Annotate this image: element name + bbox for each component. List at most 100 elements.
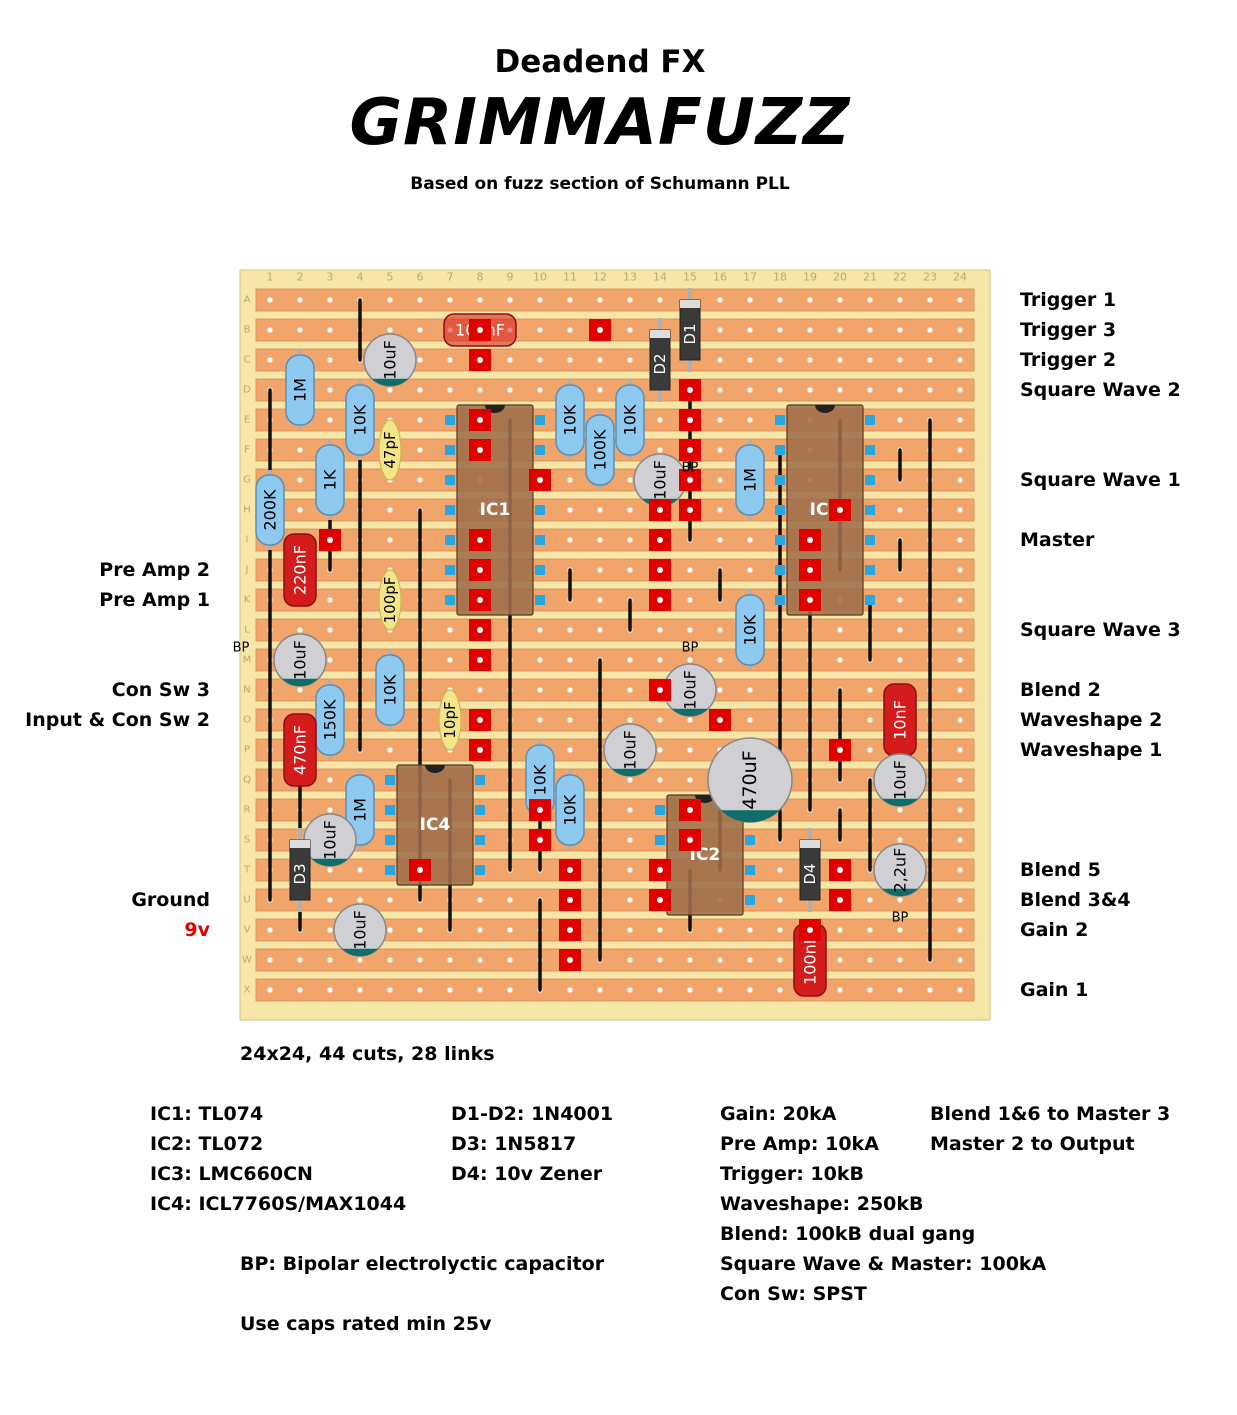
strip-hole [327,327,333,333]
track-cut-hole [657,567,663,573]
electrolytic-cap-stripe [671,708,709,717]
strip-hole [627,897,633,903]
row-letter: A [244,295,251,306]
strip-hole [957,447,963,453]
ceramic-component: 10pF [438,689,462,751]
film-cap-value: 470nF [291,725,310,775]
strip-hole [477,687,483,693]
strip-hole [657,627,663,633]
wiring-note-1: Blend 1&6 to Master 3 [930,1103,1171,1125]
diode-label: D1 [681,323,699,344]
electrolytic-cap-value: 10uF [381,340,400,380]
strip-hole [687,597,693,603]
strip-hole [567,687,573,693]
strip-hole [837,657,843,663]
ic-pin [535,535,545,545]
strip-hole [687,567,693,573]
diode-band [800,840,820,848]
strip-hole [957,957,963,963]
strip-hole [507,927,513,933]
strip-hole [687,717,693,723]
strip-hole [417,447,423,453]
ic-pin [775,535,785,545]
strip-hole [567,717,573,723]
ic-pin [655,805,665,815]
ic-pin [775,565,785,575]
track-cut-hole [477,417,483,423]
electrolytic-cap-stripe [341,948,379,957]
diode-type-3: D4: 10v Zener [451,1163,603,1185]
strip-hole [357,867,363,873]
resistor-body [315,444,345,516]
strip-hole [777,897,783,903]
strip-hole [567,507,573,513]
strip-hole [717,477,723,483]
row-letter: S [244,835,250,846]
strip-hole [597,387,603,393]
strip-hole [327,897,333,903]
strip-hole [957,297,963,303]
strip-hole [687,657,693,663]
track-cut-hole [807,927,813,933]
ceramic-cap-value: 100pF [381,577,399,624]
ic-type-2: IC2: TL072 [150,1133,264,1155]
resistor-value: 1K [321,469,340,490]
ic-pin [655,835,665,845]
strip-hole [627,297,633,303]
track-cut-hole [687,807,693,813]
track-cut-hole [687,507,693,513]
resistor-body [555,774,585,846]
track-cut-hole [807,537,813,543]
strip-hole [687,987,693,993]
strip-hole [957,687,963,693]
strip-hole [507,357,513,363]
strip-hole [837,987,843,993]
strip-hole [627,477,633,483]
resistor-body [285,354,315,426]
strip-hole [747,537,753,543]
ic-pin [865,475,875,485]
strip-hole [867,297,873,303]
ic-pin [445,475,455,485]
film-component: 100nF [793,923,827,997]
ic-pin [385,805,395,815]
column-number: 9 [507,271,514,284]
strip-hole [297,507,303,513]
resistor-value: 10K [561,794,580,825]
strip-hole [297,447,303,453]
electrolytic-cap-stripe [311,858,349,867]
diode-label: D3 [291,863,309,884]
column-number: 5 [387,271,394,284]
strip-hole [867,387,873,393]
strip-hole [747,957,753,963]
strip-hole [837,957,843,963]
resistor-component: 1M [735,440,765,520]
column-number: 6 [417,271,424,284]
copper-strip [255,378,975,402]
strip-hole [957,747,963,753]
strip-hole [837,387,843,393]
ic-pin [385,775,395,785]
column-number: 3 [327,271,334,284]
elyt-component: 10uF [363,333,417,387]
row-letter: R [244,805,251,816]
resistor-value: 10K [561,404,580,435]
ic-pin [385,835,395,845]
strip-hole [327,987,333,993]
resistor-value: 100K [591,429,610,471]
right-label: Waveshape 2 [1020,709,1163,731]
ceramic-component: 100pF [378,569,402,631]
strip-hole [267,327,273,333]
strip-hole [417,417,423,423]
ic-pin [475,835,485,845]
ic-ic1: IC1 [445,404,545,616]
column-number: 12 [593,271,607,284]
column-number: 4 [357,271,364,284]
right-label: Gain 2 [1020,919,1089,941]
resistor-component: 10K [735,590,765,670]
track-cut-hole [327,537,333,543]
strip-hole [747,297,753,303]
elyt-component: 2,2uF [873,843,927,897]
strip-hole [537,687,543,693]
electrolytic-cap-value: 2,2uF [891,848,910,893]
